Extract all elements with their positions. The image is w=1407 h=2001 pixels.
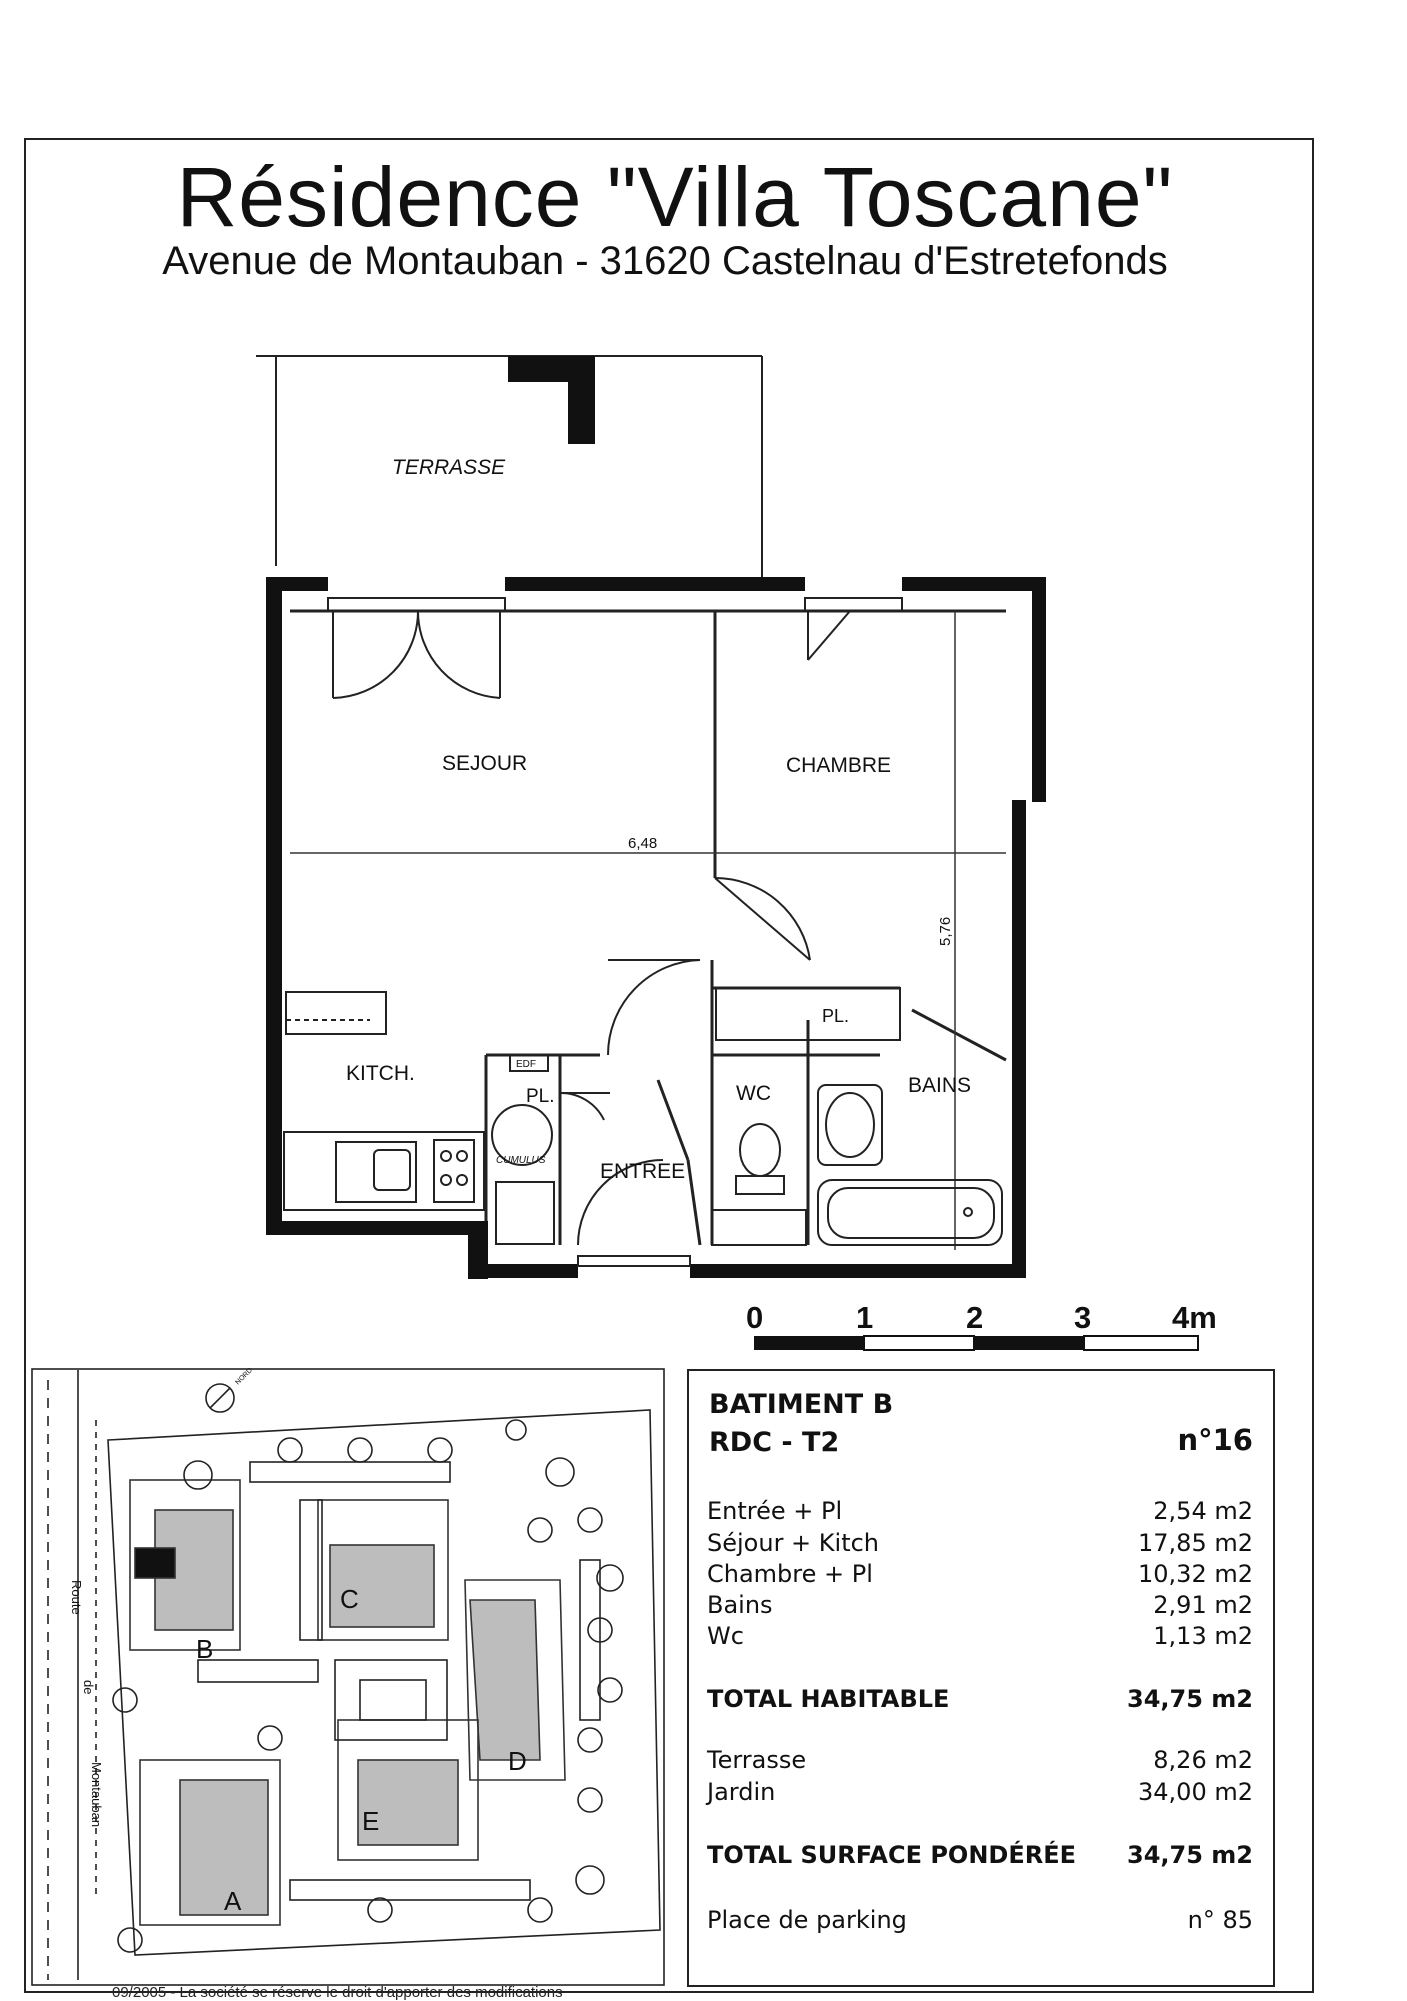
wc-label: WC xyxy=(736,1082,771,1105)
kitch-label: KITCH. xyxy=(346,1062,415,1085)
building-label-b: B xyxy=(196,1634,213,1664)
scale-label-2: 2 xyxy=(966,1300,983,1335)
parking-label: Place de parking xyxy=(707,1906,907,1934)
pl-left-label: PL. xyxy=(526,1086,555,1107)
exterior-row-jardin: Jardin 34,00 m2 xyxy=(707,1778,1253,1810)
bathroom-fixtures xyxy=(817,1084,1003,1246)
surface-row-sejour: Séjour + Kitch 17,85 m2 xyxy=(707,1529,1253,1561)
parking-row: Place de parking n° 85 xyxy=(707,1906,1253,1938)
cumulus-unit xyxy=(491,1054,555,1245)
surface-row-chambre: Chambre + Pl 10,32 m2 xyxy=(707,1560,1253,1592)
surface-label: Séjour + Kitch xyxy=(707,1529,880,1557)
doors xyxy=(332,610,851,1246)
cumulus-label: CUMULUS xyxy=(496,1155,546,1166)
exterior-row-terrasse: Terrasse 8,26 m2 xyxy=(707,1746,1253,1778)
road-word-de: de xyxy=(81,1680,96,1694)
exterior-label: Terrasse xyxy=(707,1746,807,1774)
road-word-montauban: Montauban xyxy=(89,1762,104,1827)
entree-label: ENTREE xyxy=(600,1160,685,1183)
scale-label-3: 3 xyxy=(1074,1300,1091,1335)
lot-info-box: BATIMENT B RDC - T2 n°16 Entrée + Pl 2,5… xyxy=(687,1369,1275,1987)
surface-value: 2,91 m2 xyxy=(1153,1591,1253,1619)
total-habitable-label: TOTAL HABITABLE xyxy=(707,1685,950,1713)
dimension-lines xyxy=(290,611,1006,1250)
width-dimension: 6,48 xyxy=(628,835,657,852)
building-c xyxy=(317,1499,449,1641)
building-label-e: E xyxy=(362,1806,379,1836)
total-ponderee-row: TOTAL SURFACE PONDÉRÉE 34,75 m2 xyxy=(707,1841,1253,1873)
surface-label: Bains xyxy=(707,1591,773,1619)
scale-label-1: 1 xyxy=(856,1300,873,1335)
scale-label-4m: 4m xyxy=(1172,1300,1217,1335)
terrasse-label: TERRASSE xyxy=(392,456,506,479)
scale-bar xyxy=(754,1335,1199,1351)
wc-fixtures xyxy=(711,1123,807,1246)
type-label: RDC - T2 xyxy=(709,1427,840,1458)
lot-number: n°16 xyxy=(1177,1423,1253,1457)
total-ponderee-label: TOTAL SURFACE PONDÉRÉE xyxy=(707,1841,1076,1869)
building-a xyxy=(139,1759,281,1926)
residence-title: Résidence "Villa Toscane" xyxy=(176,150,1174,244)
placard-top xyxy=(715,987,901,1041)
total-habitable-value: 34,75 m2 xyxy=(1127,1685,1253,1713)
exterior-walls xyxy=(266,577,1046,1279)
pl-top-label: PL. xyxy=(822,1006,849,1026)
terrace-area xyxy=(256,355,763,578)
surface-label: Chambre + Pl xyxy=(707,1560,873,1588)
surface-row-wc: Wc 1,13 m2 xyxy=(707,1622,1253,1654)
surface-value: 2,54 m2 xyxy=(1153,1497,1253,1525)
building-b xyxy=(129,1479,241,1651)
building-label-a: A xyxy=(224,1886,242,1916)
building-e xyxy=(337,1719,479,1861)
chambre-label: CHAMBRE xyxy=(786,754,891,777)
kitchen-fixtures xyxy=(283,991,485,1211)
surface-value: 1,13 m2 xyxy=(1153,1622,1253,1650)
surface-value: 17,85 m2 xyxy=(1138,1529,1253,1557)
site-trees xyxy=(112,1419,624,1953)
residence-address: Avenue de Montauban - 31620 Castelnau d'… xyxy=(162,239,1168,283)
batiment-label: BATIMENT B xyxy=(709,1389,894,1420)
footer-disclaimer: 09/2005 - La société se réserve le droit… xyxy=(112,1984,563,2001)
height-dimension: 5,76 xyxy=(937,917,954,946)
building-d xyxy=(464,1579,566,1781)
total-habitable-row: TOTAL HABITABLE 34,75 m2 xyxy=(707,1685,1253,1717)
road-word-route: Route xyxy=(69,1580,84,1615)
surface-value: 10,32 m2 xyxy=(1138,1560,1253,1588)
edf-label: EDF xyxy=(516,1059,536,1070)
building-label-d: D xyxy=(508,1746,527,1776)
north-label: NORD xyxy=(234,1367,254,1387)
surface-row-bains: Bains 2,91 m2 xyxy=(707,1591,1253,1623)
interior-walls xyxy=(290,609,1007,1246)
bains-label: BAINS xyxy=(908,1074,971,1097)
exterior-label: Jardin xyxy=(707,1778,776,1806)
exterior-value: 8,26 m2 xyxy=(1153,1746,1253,1774)
exterior-value: 34,00 m2 xyxy=(1138,1778,1253,1806)
document-frame xyxy=(24,138,1314,1993)
total-ponderee-value: 34,75 m2 xyxy=(1127,1841,1253,1869)
surface-label: Entrée + Pl xyxy=(707,1497,843,1525)
site-plan xyxy=(31,1368,665,1986)
surface-row-entree: Entrée + Pl 2,54 m2 xyxy=(707,1497,1253,1529)
surface-label: Wc xyxy=(707,1622,744,1650)
parking-value: n° 85 xyxy=(1187,1906,1253,1934)
scale-label-0: 0 xyxy=(746,1300,763,1335)
sejour-label: SEJOUR xyxy=(442,752,527,775)
building-label-c: C xyxy=(340,1584,359,1614)
